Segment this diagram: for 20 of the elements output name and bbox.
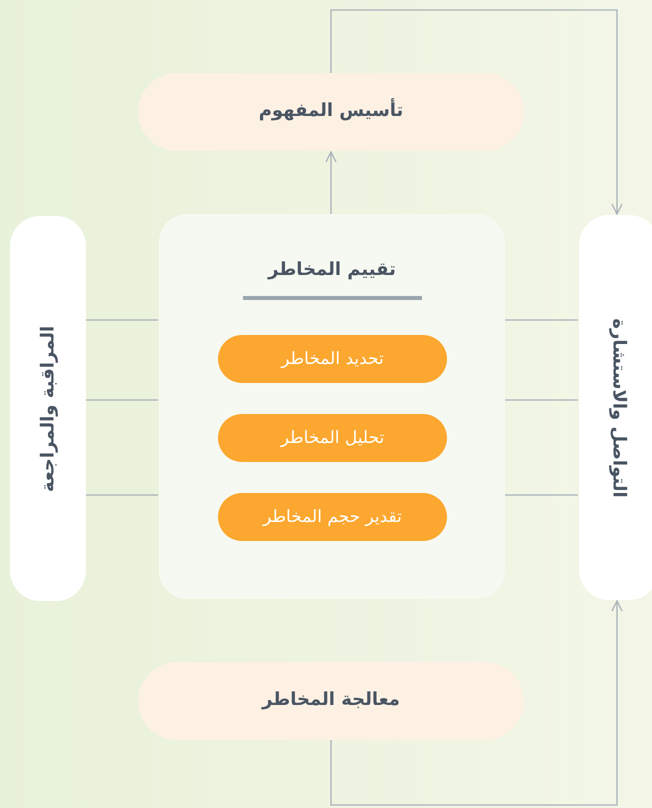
- process-panel: [159, 214, 505, 599]
- box-label: معالجة المخاطر: [260, 689, 401, 710]
- connector-line: [505, 319, 578, 321]
- connector-line: [86, 319, 158, 321]
- connector-line: [505, 494, 578, 496]
- connector-line: [86, 494, 158, 496]
- arrow: [325, 151, 337, 214]
- panel-heading: تقييم المخاطر: [266, 259, 397, 280]
- step-pill: تقدير حجم المخاطر: [218, 493, 447, 541]
- box-label: التواصل والاستشارة: [608, 318, 630, 498]
- rounded-box: [10, 216, 86, 601]
- box-label: تأسيس المفهوم: [258, 100, 404, 121]
- step-pill: تحليل المخاطر: [218, 414, 447, 462]
- step-pill: تحديد المخاطر: [218, 335, 447, 383]
- connector-line: [86, 399, 158, 401]
- connector-line: [505, 399, 578, 401]
- rounded-box: [579, 215, 652, 600]
- box-label: المراقبة والمراجعة: [38, 325, 58, 492]
- arrow: [330, 9, 623, 215]
- arrow: [330, 600, 623, 806]
